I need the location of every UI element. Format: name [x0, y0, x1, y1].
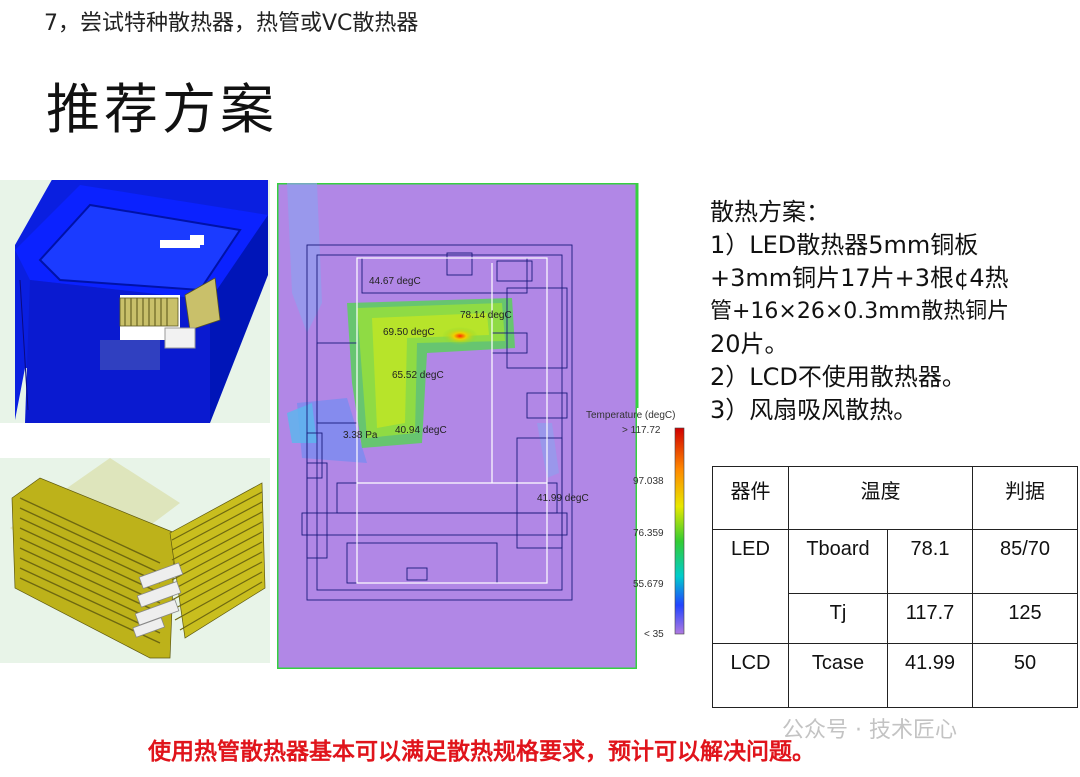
table-header: 温度	[788, 466, 973, 530]
enclosure-3d-image	[0, 180, 270, 423]
table-cell-name: Tboard	[788, 529, 888, 594]
table-cell-temp: 78.1	[887, 529, 973, 594]
top-note: 7，尝试特种散热器，热管或VC散热器	[44, 11, 419, 36]
legend-tick: 55.679	[633, 579, 664, 590]
notes-line: 20片。	[710, 330, 789, 358]
probe-label: 69.50 degC	[383, 327, 435, 338]
notes-heading: 散热方案：	[710, 198, 830, 226]
table-cell-limit: 85/70	[972, 529, 1078, 594]
notes-line: 3）风扇吸风散热。	[710, 396, 918, 424]
page-title: 推荐方案	[46, 78, 278, 141]
probe-label: 41.99 degC	[537, 493, 589, 504]
legend-tick: < 35	[644, 629, 664, 640]
table-cell-temp: 117.7	[887, 593, 973, 644]
table-header: 器件	[712, 466, 789, 530]
probe-label: 3.38 Pa	[343, 430, 378, 441]
table-cell-limit: 50	[972, 643, 1078, 708]
table-cell-name: Tcase	[788, 643, 888, 708]
solution-notes: 散热方案： 1）LED散热器5mm铜板 +3mm铜片17片+3根¢4热 管+16…	[710, 196, 1009, 427]
table-cell-device: LCD	[712, 643, 789, 708]
table-header: 判据	[972, 466, 1078, 530]
probe-label: 65.52 degC	[392, 370, 444, 381]
legend-tick: 76.359	[633, 528, 664, 539]
probe-label: 78.14 degC	[460, 310, 512, 321]
results-table: 器件 温度 判据 LED Tboard 78.1 85/70 Tj 117.7 …	[712, 466, 1078, 708]
watermark: 公众号 · 技术匠心	[782, 718, 957, 743]
legend-tick: 97.038	[633, 476, 664, 487]
legend-title: Temperature (degC)	[586, 410, 675, 421]
conclusion-text: 使用热管散热器基本可以满足散热规格要求，预计可以解决问题。	[148, 738, 815, 765]
table-cell-limit: 125	[972, 593, 1078, 644]
thermal-simulation-image: 44.67 degC 78.14 degC 69.50 degC 65.52 d…	[277, 183, 687, 669]
notes-line: 1）LED散热器5mm铜板	[710, 231, 979, 259]
probe-label: 40.94 degC	[395, 425, 447, 436]
table-cell-name: Tj	[788, 593, 888, 644]
notes-line: 管+16×26×0.3mm散热铜片	[710, 299, 1010, 324]
heatsink-3d-image	[0, 458, 270, 663]
notes-line: +3mm铜片17片+3根¢4热	[710, 264, 1009, 292]
notes-line: 2）LCD不使用散热器。	[710, 363, 966, 391]
table-cell-temp: 41.99	[887, 643, 973, 708]
probe-label: 44.67 degC	[369, 276, 421, 287]
legend-tick: > 117.72	[622, 425, 661, 436]
table-cell-device: LED	[712, 529, 789, 644]
